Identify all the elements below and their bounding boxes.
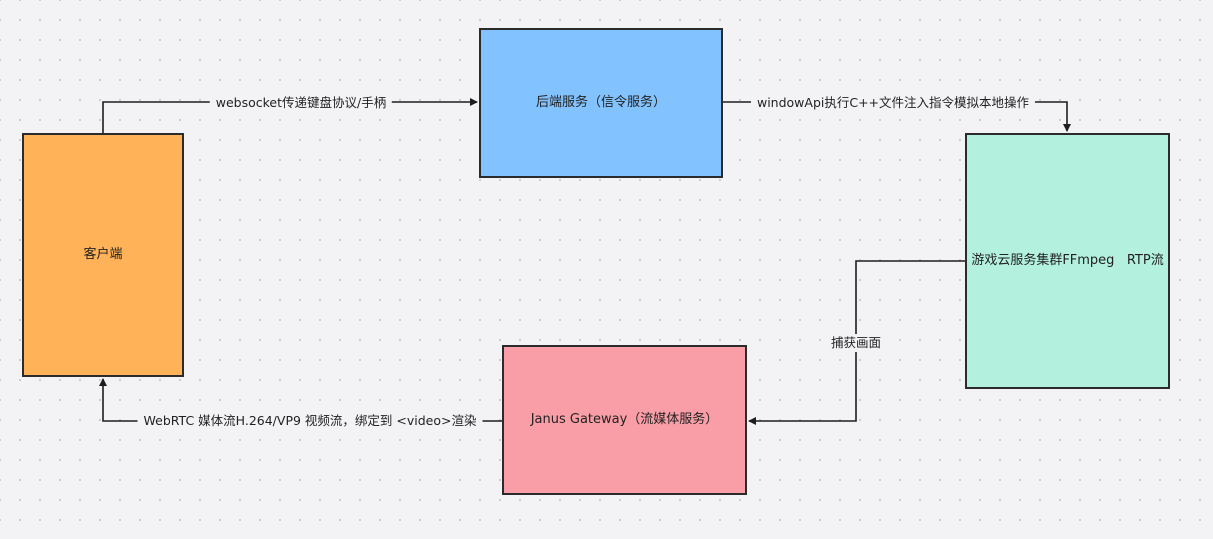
- edge-label-websocket: websocket传递键盘协议/手柄: [209, 94, 393, 112]
- backend-service-node[interactable]: 后端服务（信令服务）: [479, 28, 723, 178]
- edge-label-webrtc: WebRTC 媒体流H.264/VP9 视频流，绑定到 <video>渲染: [137, 412, 483, 430]
- janus-gateway-node[interactable]: Janus Gateway（流媒体服务）: [502, 345, 747, 495]
- client-node[interactable]: 客户端: [22, 133, 184, 377]
- backend-service-node-label: 后端服务（信令服务）: [535, 94, 666, 110]
- game-cloud-cluster-node-label: 游戏云服务集群FFmpeg RTP流: [971, 252, 1164, 268]
- client-node-label: 客户端: [83, 246, 123, 262]
- game-cloud-cluster-node[interactable]: 游戏云服务集群FFmpeg RTP流: [965, 133, 1170, 389]
- edge-label-capture: 捕获画面: [824, 334, 888, 352]
- janus-gateway-node-label: Janus Gateway（流媒体服务）: [530, 411, 719, 427]
- edge-label-windowapi: windowApi执行C++文件注入指令模拟本地操作: [750, 94, 1036, 112]
